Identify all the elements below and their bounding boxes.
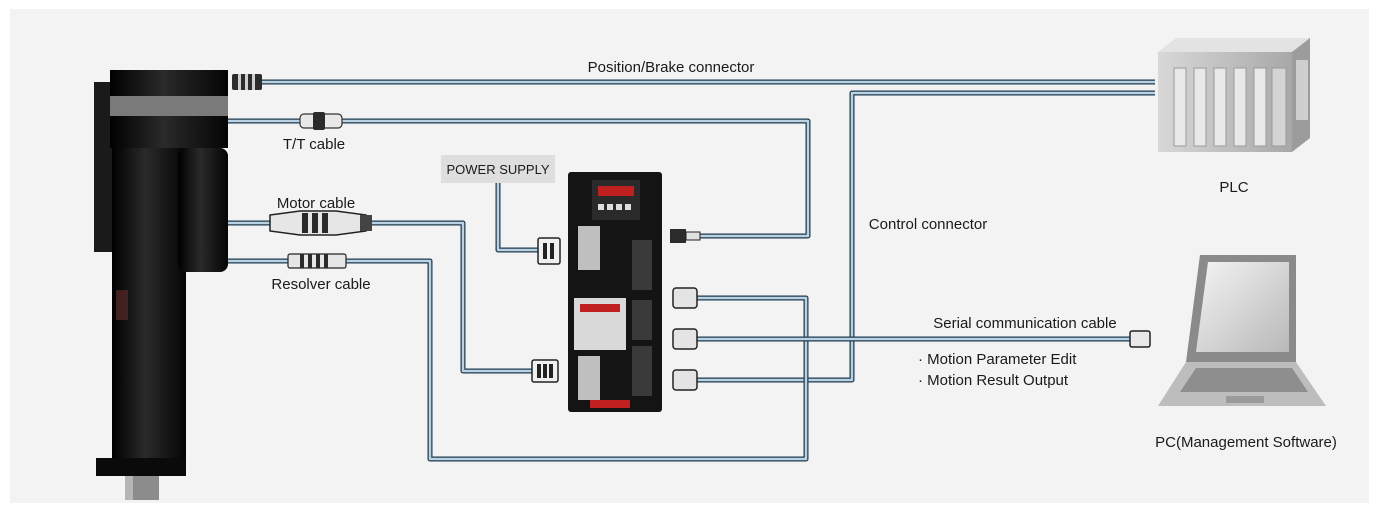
driver-power-terminal: [578, 226, 600, 270]
actuator-housing-band: [110, 96, 228, 116]
servo-driver: [568, 172, 662, 412]
actuator-gear-housing: [110, 116, 228, 148]
resolver-inline-connector: [287, 253, 347, 269]
laptop-screen: [1196, 262, 1289, 352]
control-dsub-connector: [672, 369, 698, 391]
pos-brake-plug-actuator: [232, 74, 262, 90]
actuator-rod-highlight: [125, 476, 133, 500]
driver-cn-port-1: [632, 240, 652, 290]
pc-serial-plug: [1129, 330, 1151, 348]
tt-driver-plug: [670, 229, 701, 243]
driver-motor-terminal: [578, 356, 600, 400]
power-supply-label: POWER SUPPLY: [446, 162, 549, 177]
plc-unit: [1158, 38, 1310, 152]
motion-parameter-edit-label: · Motion Parameter Edit: [918, 351, 1077, 368]
linear-actuator: [94, 70, 228, 500]
actuator-label-sticker: [116, 290, 128, 320]
control-connector-label: Control connector: [869, 216, 987, 233]
power-supply-wire: [495, 182, 540, 253]
plc-label: PLC: [1219, 179, 1248, 196]
serial-dsub-connector: [672, 328, 698, 350]
actuator-side-bracket: [94, 82, 112, 252]
labels: Position/Brake connector T/T cable Motor…: [271, 59, 1336, 451]
resolver-cable: [228, 258, 809, 462]
driver-side-connectors: [672, 287, 698, 391]
servo-motor: [178, 148, 228, 272]
driver-cn-port-3: [632, 346, 652, 396]
laptop-pc: [1158, 255, 1326, 406]
position-brake-connector-label: Position/Brake connector: [588, 59, 755, 76]
resolver-dsub-connector: [672, 287, 698, 309]
actuator-mounting-flange: [96, 458, 186, 476]
serial-communication-cable-label: Serial communication cable: [933, 315, 1116, 332]
motor-driver-plug: [531, 359, 559, 383]
tt-cable-label: T/T cable: [283, 136, 345, 153]
tt-inline-connector: [299, 112, 343, 130]
motion-result-output-label: · Motion Result Output: [918, 372, 1069, 389]
control-connector-cable: [697, 90, 1155, 383]
power-supply-box: POWER SUPPLY: [441, 155, 555, 183]
motor-inline-connector: [269, 210, 372, 236]
power-driver-plug: [537, 237, 561, 265]
resolver-cable-label: Resolver cable: [271, 276, 370, 293]
driver-display-led: [598, 186, 634, 196]
driver-cn-port-2: [632, 300, 652, 340]
pc-management-software-label: PC(Management Software): [1155, 434, 1337, 451]
motor-cable-label: Motor cable: [277, 195, 355, 212]
tt-cable: [228, 118, 811, 239]
